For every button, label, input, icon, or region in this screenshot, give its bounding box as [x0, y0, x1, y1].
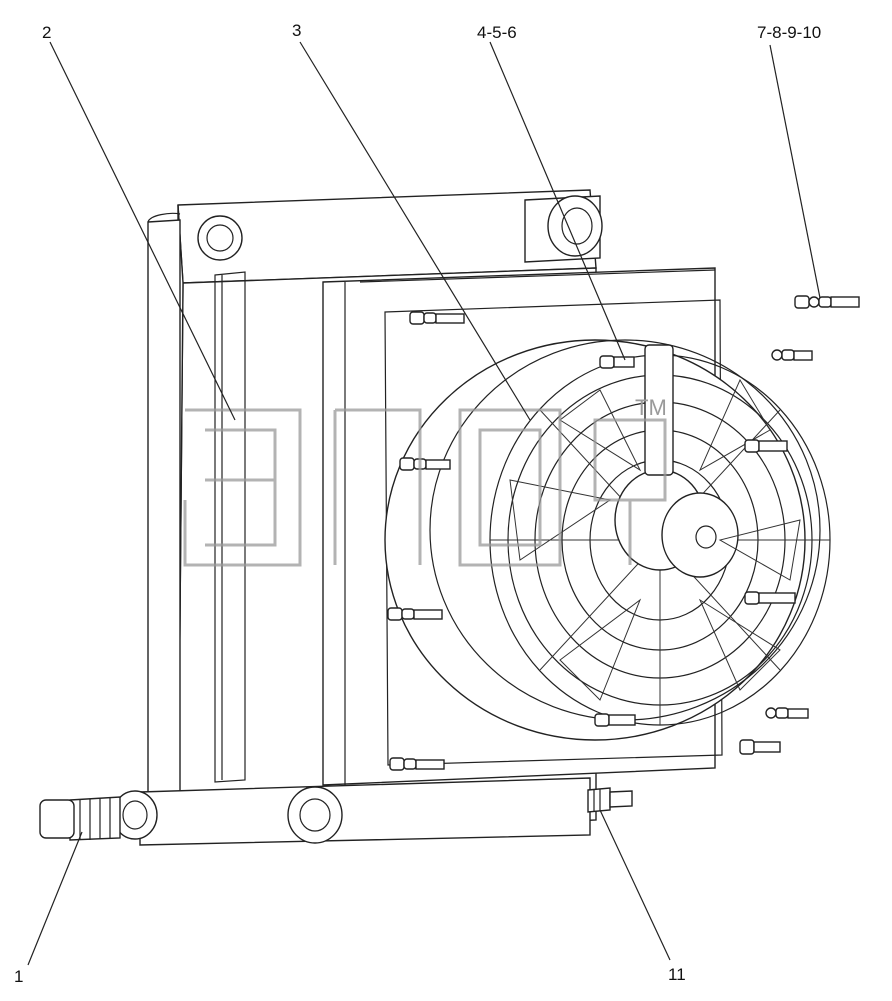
fastener-set — [794, 295, 860, 309]
bolt — [399, 457, 451, 471]
watermark-logo: TM — [183, 395, 667, 567]
fan-hub — [614, 344, 739, 578]
bolt — [599, 355, 635, 369]
side-tank — [147, 212, 243, 801]
temperature-sensor — [587, 787, 633, 813]
fan-blades — [509, 378, 801, 701]
callout-1: 1 — [14, 967, 23, 986]
top-outlet-pipe — [524, 195, 603, 263]
trademark-mark: TM — [635, 395, 667, 420]
bolt — [744, 591, 796, 605]
callout-11: 11 — [668, 965, 686, 984]
fastener-set — [765, 707, 809, 719]
callout-4-5-6: 4-5-6 — [477, 23, 517, 42]
bolt — [389, 757, 445, 771]
fan-shroud — [322, 267, 821, 786]
fastener-set — [739, 739, 781, 755]
bolt — [744, 439, 788, 453]
bolt — [409, 311, 465, 325]
drain-plug — [39, 796, 121, 841]
leader-lines — [27, 41, 821, 966]
callout-3: 3 — [292, 21, 301, 40]
bottom-inlet-pipe — [112, 777, 591, 846]
callout-7-8-9-10: 7-8-9-10 — [757, 23, 821, 42]
loose-fasteners — [739, 295, 860, 755]
bolt — [594, 713, 636, 727]
callout-2: 2 — [42, 23, 51, 42]
bolt — [387, 607, 443, 621]
fastener-set — [771, 349, 813, 361]
